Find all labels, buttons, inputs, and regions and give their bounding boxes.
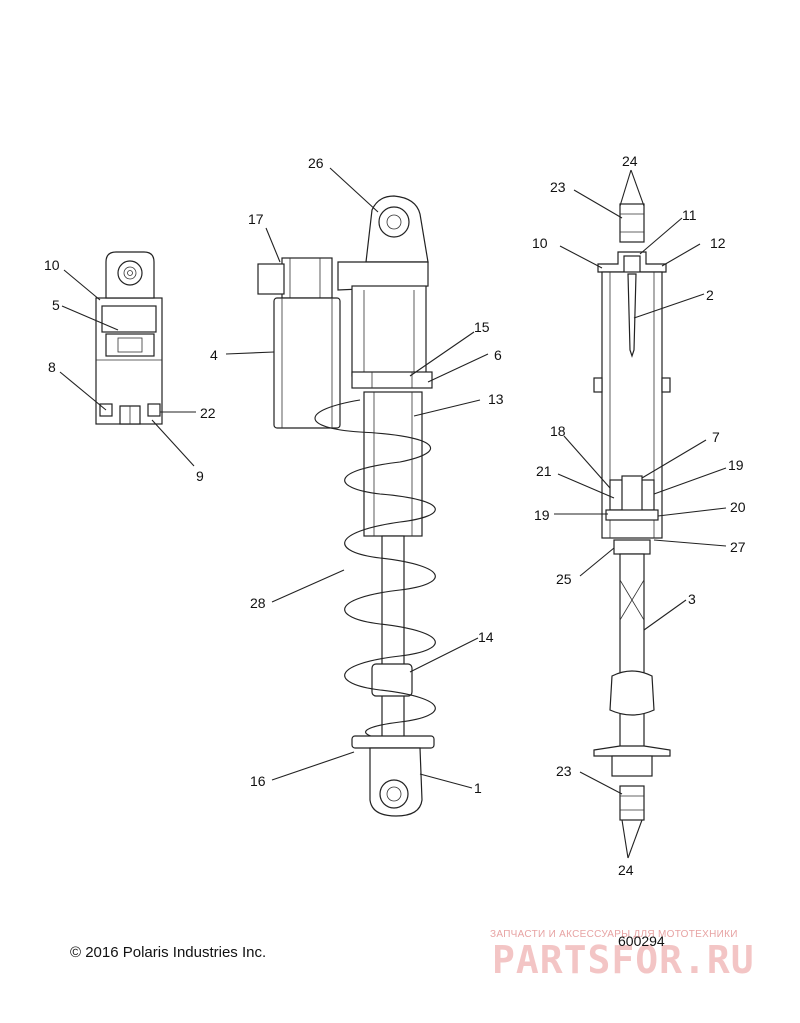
callout-21: 21 [536, 463, 552, 479]
callout-13: 13 [488, 391, 504, 407]
callout-17: 17 [248, 211, 264, 227]
callout-18: 18 [550, 423, 566, 439]
callout-23-top: 23 [550, 179, 566, 195]
copyright-notice: © 2016 Polaris Industries Inc. [70, 944, 267, 961]
callout-14: 14 [478, 629, 494, 645]
callout-8: 8 [48, 359, 56, 375]
callout-5: 5 [52, 297, 60, 313]
callout-20: 20 [730, 499, 746, 515]
callout-27: 27 [730, 539, 746, 555]
callout-15: 15 [474, 319, 490, 335]
callout-28: 28 [250, 595, 266, 611]
leader-lines [59, 167, 727, 859]
reservoir-cap-detail [95, 251, 163, 425]
callout-19-right: 19 [728, 457, 744, 473]
callout-1: 1 [474, 780, 482, 796]
callout-16: 16 [250, 773, 266, 789]
watermark-logo: PARTSFOR.RU [492, 938, 755, 982]
callout-19-left: 19 [534, 507, 550, 523]
callout-10-left: 10 [44, 257, 60, 273]
callout-25: 25 [556, 571, 572, 587]
callout-23-bottom: 23 [556, 763, 572, 779]
assembled-shock [257, 195, 436, 817]
sectional-view [593, 203, 671, 821]
callout-3: 3 [688, 591, 696, 607]
callout-4: 4 [210, 347, 218, 363]
callout-7: 7 [712, 429, 720, 445]
callout-6: 6 [494, 347, 502, 363]
callout-10-right: 10 [532, 235, 548, 251]
callout-11: 11 [682, 207, 697, 223]
callout-24-top: 24 [622, 153, 638, 169]
callout-22: 22 [200, 405, 216, 421]
watermark-tagline: ЗАПЧАСТИ И АКСЕССУАРЫ ДЛЯ МОТОТЕХНИКИ [490, 929, 738, 940]
callout-24-bottom: 24 [618, 862, 634, 878]
drawing-number: 600294 [618, 933, 665, 949]
callout-26: 26 [308, 155, 324, 171]
callout-12: 12 [710, 235, 726, 251]
callout-2: 2 [706, 287, 714, 303]
callout-9: 9 [196, 468, 204, 484]
callout-labels: 10 5 8 22 9 26 17 4 15 6 13 28 14 16 1 2… [44, 153, 746, 878]
